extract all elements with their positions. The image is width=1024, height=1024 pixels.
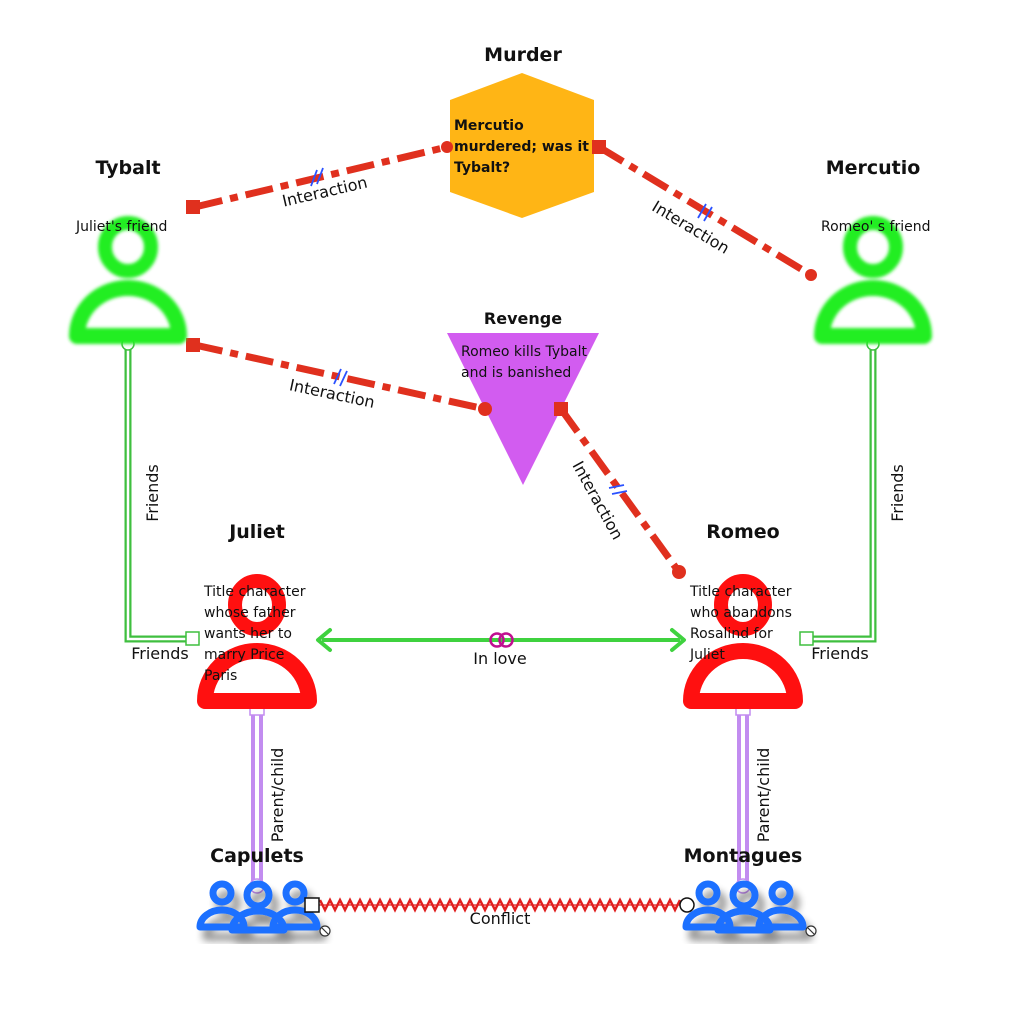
love-edge-juliet-romeo[interactable]: In love [316,628,686,668]
friends-label: Friends [888,464,907,522]
mercutio-node[interactable]: Mercutio Romeo' s friend [814,157,932,344]
murder-desc-line: Tybalt? [454,160,510,176]
parent-child-label: Parent/child [754,748,773,843]
juliet-title: Juliet [227,521,285,543]
interaction-edge-tybalt-murder[interactable]: Interaction [186,141,453,214]
person-icon [197,574,317,709]
juliet-desc-line: Paris [204,668,237,684]
interaction-label: Interaction [568,458,627,543]
person-icon [683,574,803,709]
romeo-node[interactable]: Romeo Title character who abandons Rosal… [683,521,803,709]
romeo-desc-line: who abandons [690,605,792,621]
mercutio-title: Mercutio [826,157,921,179]
rings-icon [489,632,514,648]
friends-label: Friends [131,644,189,663]
resize-handle-icon[interactable] [805,925,817,937]
revenge-desc-line: and is banished [461,365,571,381]
murder-desc-line: murdered; was it [454,139,589,155]
revenge-node[interactable]: Revenge Romeo kills Tybalt and is banish… [447,309,599,485]
tybalt-title: Tybalt [95,157,160,179]
conflict-edge-capulets-montagues[interactable]: Conflict [304,897,695,928]
tybalt-node[interactable]: Tybalt Juliet's friend [69,157,187,344]
romeo-desc-line: Title character [689,584,792,600]
group-icon [196,880,321,934]
juliet-desc-line: whose father [204,605,296,621]
conflict-label: Conflict [470,909,531,928]
friends-edge-mercutio-romeo[interactable]: Friends Friends [799,337,907,663]
mercutio-desc: Romeo' s friend [821,219,930,235]
interaction-label: Interaction [280,173,369,211]
montagues-title: Montagues [684,845,803,867]
juliet-desc-line: Title character [203,584,306,600]
capulets-title: Capulets [210,845,304,867]
murder-desc-line: Mercutio [454,118,524,134]
montagues-node[interactable]: Montagues [682,845,817,937]
capulets-node[interactable]: Capulets [196,845,331,937]
friends-edge-tybalt-juliet[interactable]: Friends Friends [121,337,200,663]
juliet-desc-line: marry Price [204,647,284,663]
interaction-edge-murder-mercutio[interactable]: Interaction [592,140,817,281]
friends-label: Friends [143,464,162,522]
in-love-label: In love [473,649,527,668]
group-icon [682,880,807,934]
interaction-edge-tybalt-revenge[interactable]: Interaction [186,338,492,416]
murder-node[interactable]: Murder Mercutio murdered; was it Tybalt? [450,44,594,218]
friends-label: Friends [811,644,869,663]
resize-handle-icon[interactable] [319,925,331,937]
person-icon [69,216,187,344]
romeo-title: Romeo [706,521,779,543]
juliet-desc-line: wants her to [204,626,292,642]
parent-child-label: Parent/child [268,748,287,843]
juliet-node[interactable]: Juliet Title character whose father want… [197,521,317,709]
revenge-desc-line: Romeo kills Tybalt [461,344,587,360]
revenge-title: Revenge [484,309,562,328]
tybalt-desc: Juliet's friend [75,219,167,235]
romeo-desc-line: Rosalind for [690,626,773,642]
interaction-edge-revenge-romeo[interactable]: Interaction [554,402,686,579]
person-icon [814,216,932,344]
murder-title: Murder [484,44,562,66]
romeo-desc-line: Juliet [689,647,725,663]
